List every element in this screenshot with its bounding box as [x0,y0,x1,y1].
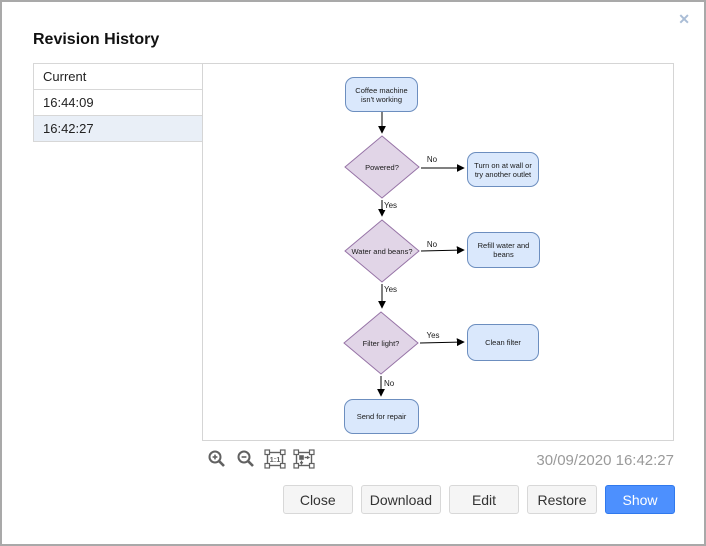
revision-timestamp: 30/09/2020 16:42:27 [536,452,674,469]
close-icon[interactable]: ✕ [678,11,690,27]
edge-label-yes: Yes [383,285,399,294]
revision-list-item[interactable]: Current [33,63,204,90]
node-label: Coffee machine isn't working [355,85,408,104]
actual-size-icon[interactable]: 1:1 [264,448,286,470]
dialog-title: Revision History [33,31,160,48]
flowchart-node-repair: Send for repair [344,399,419,434]
diagram-preview: Coffee machine isn't working Powered? Tu… [202,63,674,441]
close-button[interactable]: Close [282,485,353,514]
flowchart-node-water: Water and beans? [344,219,420,283]
node-label: Powered? [365,162,399,172]
edge-label-no: No [425,155,439,164]
edge-label-no: No [383,379,396,388]
node-label: Filter light? [362,338,400,348]
download-button[interactable]: Download [360,485,441,514]
node-label: Water and beans? [351,246,413,256]
flowchart-node-turn-on: Turn on at wall or try another outlet [467,152,539,187]
flowchart: Coffee machine isn't working Powered? Tu… [203,64,673,440]
revision-list: Current 16:44:09 16:42:27 [33,63,204,142]
flowchart-node-refill: Refill water and beans [467,232,540,268]
svg-text:1:1: 1:1 [270,455,281,464]
flowchart-node-powered: Powered? [344,135,420,199]
edit-button[interactable]: Edit [449,485,519,514]
restore-button[interactable]: Restore [527,485,597,514]
node-label: Refill water and beans [477,241,530,259]
edge-label-yes: Yes [425,331,441,340]
revision-list-item-selected[interactable]: 16:42:27 [33,115,204,142]
node-label: Send for repair [356,412,407,421]
node-label: Clean filter [485,338,521,347]
node-label: Turn on at wall or try another outlet [474,160,532,179]
zoom-in-icon[interactable] [206,448,228,470]
revision-list-item[interactable]: 16:44:09 [33,89,204,116]
fit-page-icon[interactable] [293,448,315,470]
preview-zoom-toolbar: 1:1 [206,448,315,470]
flowchart-node-clean: Clean filter [467,324,539,361]
flowchart-node-start: Coffee machine isn't working [345,77,418,112]
footer-buttons: Close Download Edit Restore Show [282,485,675,514]
zoom-out-icon[interactable] [235,448,257,470]
edge-label-yes: Yes [383,201,399,210]
flowchart-edges [377,112,465,397]
flowchart-node-filter: Filter light? [343,311,419,375]
edge-label-no: No [425,240,439,249]
show-button[interactable]: Show [605,485,675,514]
